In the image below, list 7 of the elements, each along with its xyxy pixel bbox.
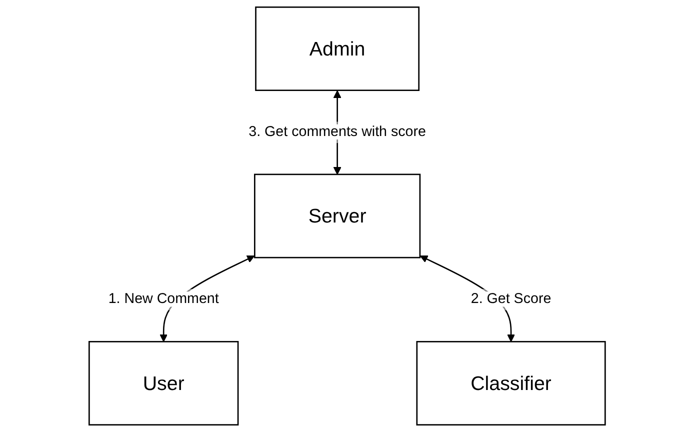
node-box: Classifier <box>416 340 606 426</box>
edge-label: 1. New Comment <box>108 292 219 307</box>
node-box: User <box>88 340 239 426</box>
node-box: Admin <box>254 6 420 91</box>
edge-label: 2. Get Score <box>470 292 552 307</box>
node-box: Server <box>254 174 420 258</box>
edge-label: 3. Get comments with score <box>248 124 426 140</box>
